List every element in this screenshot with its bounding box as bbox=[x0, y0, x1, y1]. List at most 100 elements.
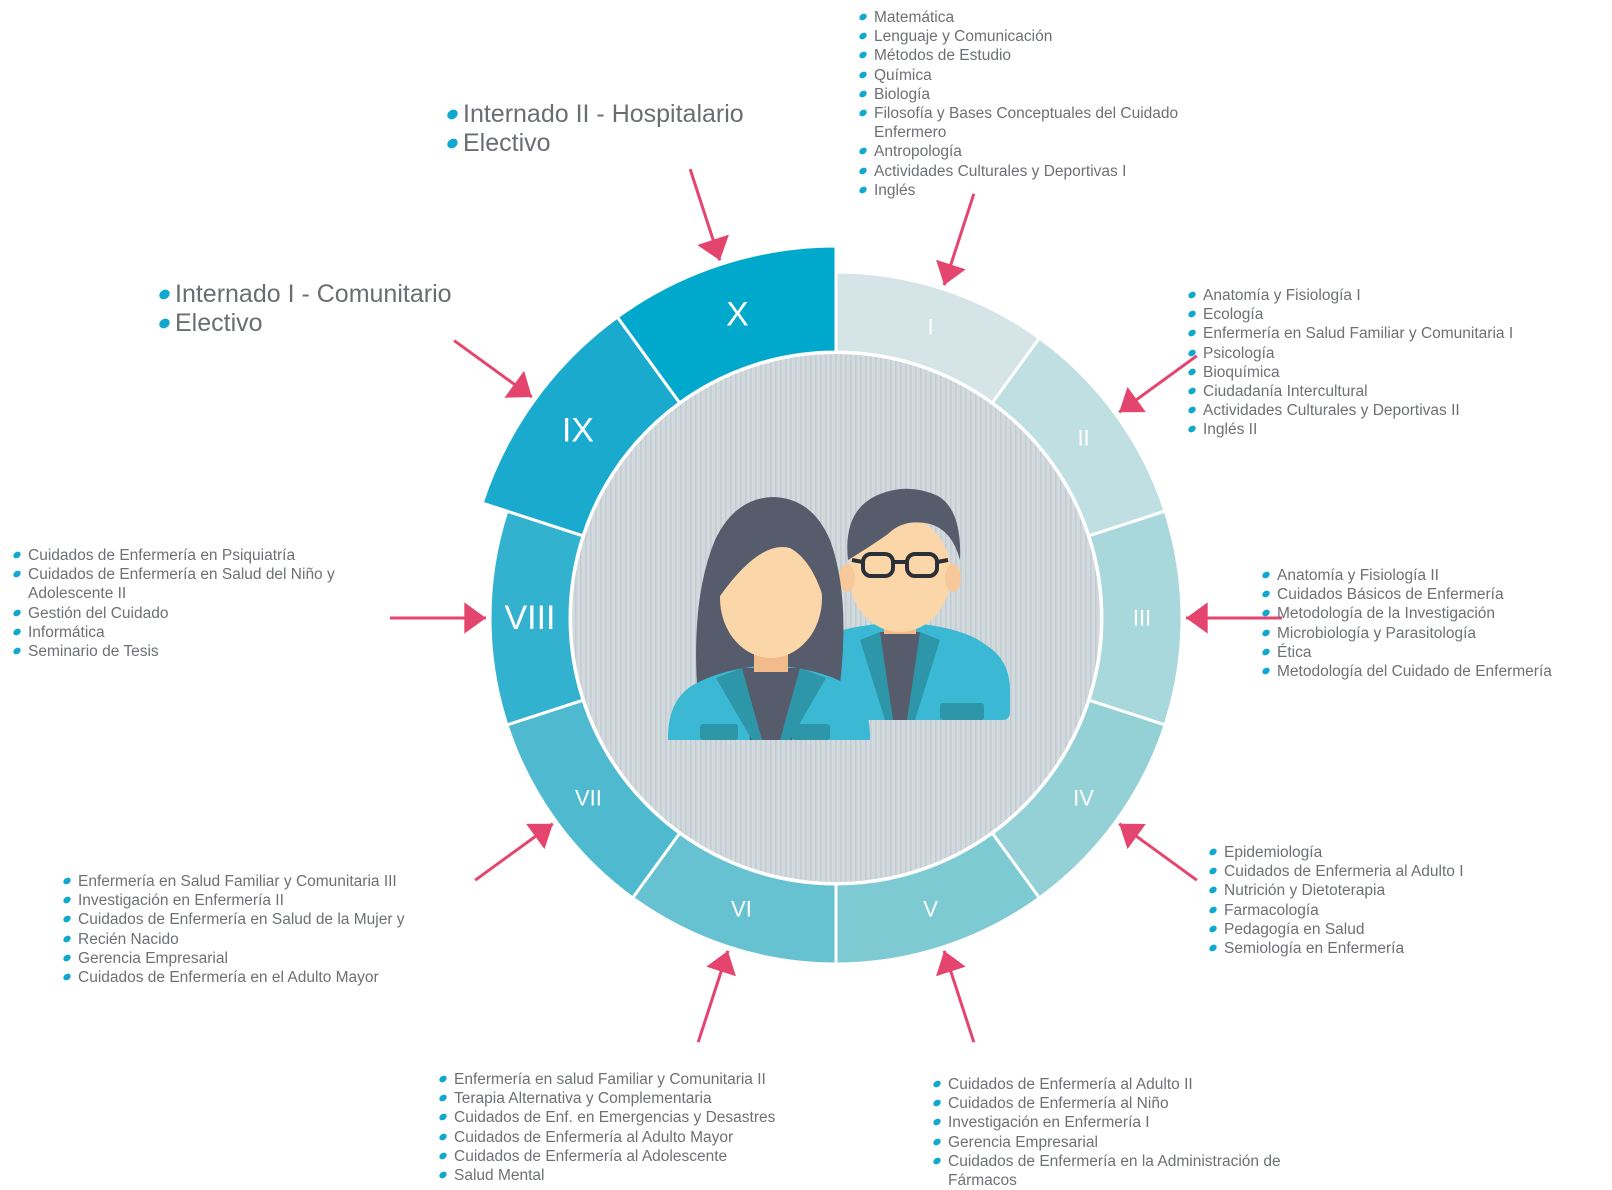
course-item: Anatomía y Fisiología I bbox=[1187, 286, 1587, 305]
course-name: Metodología del Cuidado de Enfermería bbox=[1277, 663, 1552, 681]
course-item: Biología bbox=[858, 85, 1238, 104]
segment-label-v: V bbox=[923, 897, 938, 922]
course-name: Pedagogía en Salud bbox=[1224, 920, 1365, 938]
bullet-icon bbox=[445, 136, 460, 151]
course-name: Antropología bbox=[874, 143, 962, 161]
course-item: Cuidados de Enfermeria al Adulto I bbox=[1208, 862, 1538, 881]
bullet-icon bbox=[62, 914, 72, 925]
pin-marker-icon bbox=[526, 823, 553, 850]
course-item: Cuidados de Enfermería en Salud de la Mu… bbox=[62, 910, 482, 929]
bullet-icon bbox=[1187, 309, 1197, 319]
course-item: Enfermería en Salud Familiar y Comunitar… bbox=[1187, 324, 1587, 343]
course-name: Anatomía y Fisiología II bbox=[1277, 567, 1439, 584]
bullet-icon bbox=[858, 50, 868, 61]
course-item: Cuidados de Enfermería al Adulto II bbox=[932, 1075, 1332, 1094]
course-item: Epidemiología bbox=[1208, 843, 1538, 862]
course-item: Seminario de Tesis bbox=[12, 642, 392, 661]
course-item: Electivo bbox=[445, 129, 806, 158]
bullet-icon bbox=[858, 108, 868, 118]
segment-label-iv: IV bbox=[1073, 785, 1094, 810]
segment-x bbox=[615, 244, 838, 405]
course-name: Gerencia Empresarial bbox=[948, 1133, 1098, 1151]
course-item: Cuidados de Enf. en Emergencias y Desast… bbox=[438, 1108, 818, 1127]
course-item: Cuidados de Enfermería en la Administrac… bbox=[932, 1152, 1332, 1190]
course-item: Ecología bbox=[1187, 305, 1587, 324]
course-item: Psicología bbox=[1187, 344, 1587, 363]
course-name: Internado II - Hospitalario bbox=[463, 100, 744, 128]
bullet-icon bbox=[438, 1170, 448, 1180]
course-name: Actividades Culturales y Deportivas II bbox=[1203, 402, 1460, 420]
bullet-icon bbox=[1187, 347, 1197, 358]
course-name: Cuidados de Enfermería en Salud de la Mu… bbox=[78, 911, 405, 929]
course-item: Metodología de la Investigación bbox=[1261, 604, 1612, 623]
course-item: Farmacología bbox=[1208, 901, 1538, 920]
bullet-icon bbox=[12, 627, 22, 637]
course-item: Investigación en Enfermería I bbox=[932, 1113, 1332, 1132]
bullet-icon bbox=[12, 646, 22, 656]
course-name: Seminario de Tesis bbox=[28, 643, 159, 661]
bullet-icon bbox=[1261, 666, 1271, 676]
course-item: Investigación en Enfermería II bbox=[62, 891, 482, 910]
course-item: Internado I - Comunitario bbox=[157, 280, 518, 309]
semester-vi-courses: Enfermería en salud Familiar y Comunitar… bbox=[438, 1070, 818, 1185]
course-item: Enfermería en Salud Familiar y Comunitar… bbox=[62, 872, 482, 891]
course-item: Metodología del Cuidado de Enfermería bbox=[1261, 662, 1612, 681]
pin-marker-icon bbox=[936, 950, 966, 977]
segment-label-ix: IX bbox=[562, 411, 594, 449]
segment-label-ii: II bbox=[1077, 426, 1089, 451]
segment-label-iii: III bbox=[1133, 606, 1151, 631]
bullet-icon bbox=[62, 876, 72, 886]
course-item: Nutrición y Dietoterapia bbox=[1208, 881, 1538, 900]
bullet-icon bbox=[438, 1151, 448, 1161]
course-name: Gerencia Empresarial bbox=[78, 949, 228, 967]
course-name: Cuidados de Enfermería al Adolescente bbox=[454, 1147, 728, 1165]
course-name: Inglés II bbox=[1203, 421, 1258, 439]
pin-marker-icon bbox=[1119, 386, 1146, 413]
bullet-icon bbox=[12, 550, 22, 560]
bullet-icon bbox=[157, 287, 172, 302]
course-name: Salud Mental bbox=[454, 1167, 545, 1185]
bullet-icon bbox=[932, 1156, 942, 1166]
course-name: Metodología de la Investigación bbox=[1277, 605, 1496, 623]
course-name: Cuidados de Enfermería en el Adulto Mayo… bbox=[78, 969, 379, 987]
course-item: Salud Mental bbox=[438, 1166, 818, 1185]
course-item: Informática bbox=[12, 623, 392, 642]
bullet-icon bbox=[1187, 424, 1197, 435]
course-name: Cuidados de Enfermería al Adulto II bbox=[948, 1076, 1193, 1093]
course-name: Cuidados de Enfermeria al Adulto I bbox=[1224, 863, 1464, 881]
course-name: Filosofía y Bases Conceptuales del Cuida… bbox=[874, 105, 1179, 142]
course-name: Terapia Alternativa y Complementaria bbox=[454, 1090, 712, 1108]
bullet-icon bbox=[12, 569, 22, 579]
bullet-icon bbox=[1187, 367, 1197, 377]
bullet-icon bbox=[1208, 885, 1218, 896]
course-item: Actividades Culturales y Deportivas I bbox=[858, 162, 1238, 181]
bullet-icon bbox=[1208, 943, 1218, 953]
course-item: Cuidados de Enfermería al Niño bbox=[932, 1094, 1332, 1113]
course-item: Cuidados de Enfermería en Salud del Niño… bbox=[12, 565, 392, 603]
course-item: Semiología en Enfermería bbox=[1208, 939, 1538, 958]
course-item: Cuidados de Enfermería al Adolescente bbox=[438, 1147, 818, 1166]
students-icon bbox=[668, 488, 1010, 740]
bullet-icon bbox=[858, 146, 868, 157]
course-name: Internado I - Comunitario bbox=[175, 280, 452, 308]
segment-label-i: I bbox=[927, 314, 933, 339]
segment-label-vi: VI bbox=[731, 897, 752, 922]
connector-pins bbox=[390, 168, 1282, 1043]
course-item: Cuidados Básicos de Enfermería bbox=[1261, 585, 1612, 604]
bullet-icon bbox=[445, 107, 460, 122]
course-item: Química bbox=[858, 66, 1238, 85]
bullet-icon bbox=[858, 165, 868, 176]
bullet-icon bbox=[62, 972, 72, 982]
course-name: Informática bbox=[28, 623, 105, 641]
segment-label-x: X bbox=[726, 296, 749, 334]
bullet-icon bbox=[438, 1074, 448, 1084]
course-name: Cuidados de Enfermería en la Administrac… bbox=[948, 1152, 1281, 1190]
course-name: Actividades Culturales y Deportivas I bbox=[874, 162, 1127, 180]
pin-marker-icon bbox=[464, 602, 486, 634]
bullet-icon bbox=[932, 1098, 942, 1108]
course-name: Semiología en Enfermería bbox=[1224, 940, 1405, 958]
